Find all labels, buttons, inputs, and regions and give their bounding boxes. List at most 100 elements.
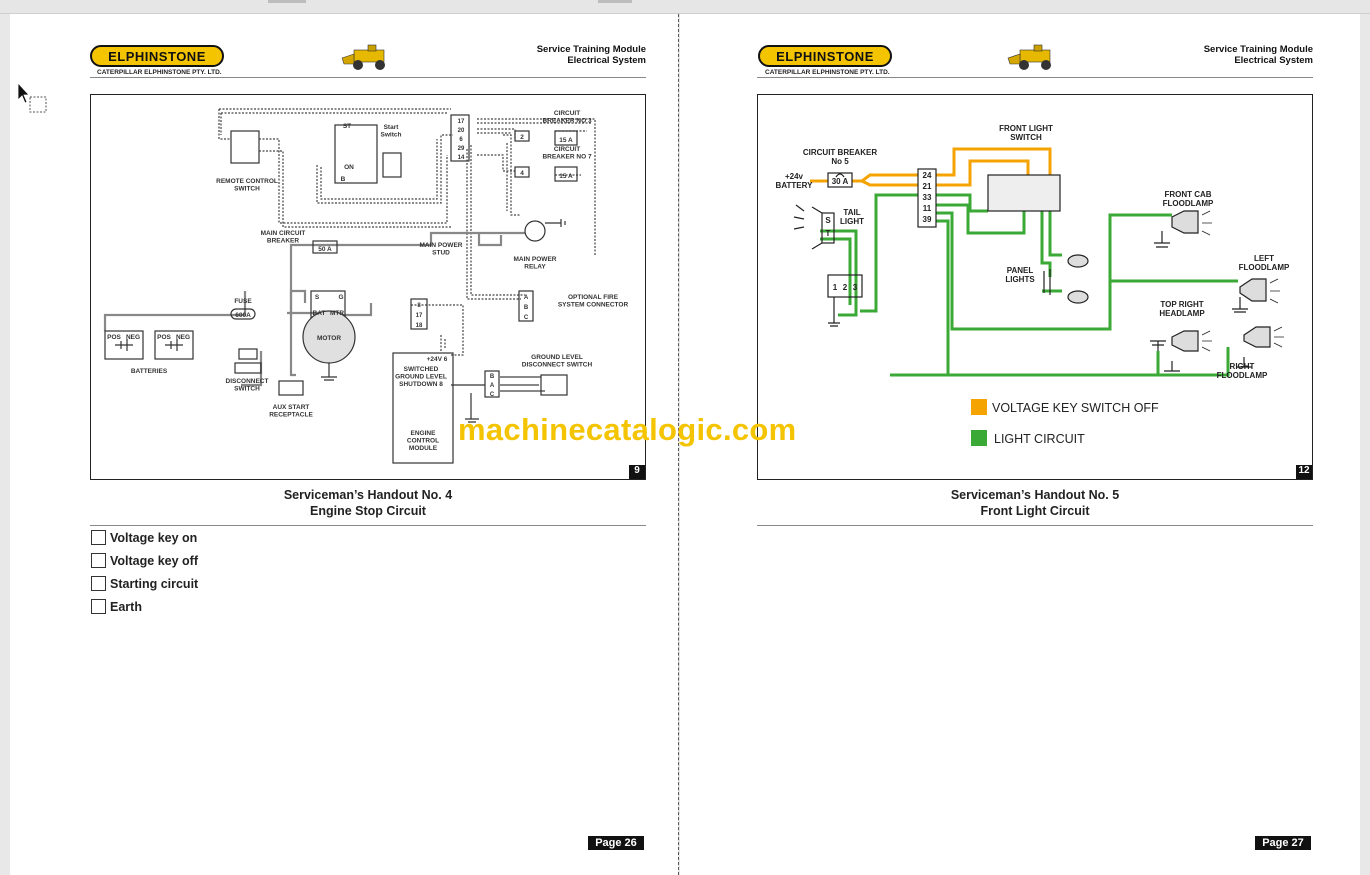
caption-rule xyxy=(90,525,646,526)
header-rule xyxy=(757,77,1313,78)
label-s: S xyxy=(315,294,320,301)
plug-pin-2: 2 xyxy=(843,283,848,292)
label-st: ST xyxy=(343,123,351,130)
checklist-item[interactable]: Voltage key off xyxy=(91,553,198,568)
checklist-label: Voltage key on xyxy=(110,530,198,545)
battery-2 xyxy=(154,330,194,360)
terminal-29: 29 xyxy=(458,146,465,152)
label-neg-2: NEG xyxy=(176,334,190,341)
ecm-terminal-18: 18 xyxy=(416,323,423,329)
front-light-switch xyxy=(987,174,1061,212)
legend-swatch-green xyxy=(971,430,987,446)
gl-terminal-b: B xyxy=(490,374,495,380)
plug-pin-3: 3 xyxy=(853,283,858,292)
gl-terminal-a: A xyxy=(490,383,495,389)
terminal-24: 24 xyxy=(923,171,932,180)
handout-title: Serviceman’s Handout No. 5 xyxy=(950,488,1120,502)
fire-terminal-c: C xyxy=(524,315,529,321)
brand-subtitle: CATERPILLAR ELPHINSTONE PTY. LTD. xyxy=(97,69,222,76)
optional-fire-connector xyxy=(518,290,534,322)
panel-light-2 xyxy=(1067,290,1089,304)
legend-label-light-circuit: LIGHT CIRCUIT xyxy=(994,432,1085,446)
loader-machine-icon xyxy=(341,44,385,70)
toolbar-tab[interactable] xyxy=(268,0,306,3)
battery-1 xyxy=(104,330,144,360)
watermark: machinecatalogic.com xyxy=(458,412,797,447)
figure-number: 9 xyxy=(629,465,645,479)
tail-light-plug xyxy=(827,274,863,298)
viewer-toolbar xyxy=(0,0,1370,14)
label-batteries: BATTERIES xyxy=(131,368,168,375)
caption-rule xyxy=(757,525,1313,526)
label-cb7-terminal: 4 xyxy=(520,170,524,177)
checkbox[interactable] xyxy=(91,599,106,614)
brand-logo: ELPHINSTONE xyxy=(758,45,892,67)
brand-logo-text: ELPHINSTONE xyxy=(108,48,206,64)
checklist-label: Earth xyxy=(110,599,142,614)
label-s: S xyxy=(825,216,831,225)
brand-subtitle: CATERPILLAR ELPHINSTONE PTY. LTD. xyxy=(765,69,890,76)
terminal-33: 33 xyxy=(923,193,932,202)
page-26: ELPHINSTONE CATERPILLAR ELPHINSTONE PTY.… xyxy=(10,14,678,875)
terminal-20: 20 xyxy=(458,128,465,134)
label-cb-rating: 30 A xyxy=(832,177,849,186)
checklist-label: Voltage key off xyxy=(110,553,198,568)
terminal-39: 39 xyxy=(923,215,932,224)
terminal-21: 21 xyxy=(923,182,932,191)
label-neg-1: NEG xyxy=(126,334,140,341)
page-number: Page 27 xyxy=(1255,836,1311,850)
terminal-block xyxy=(917,168,937,228)
checkbox[interactable] xyxy=(91,553,106,568)
main-circuit-breaker xyxy=(312,240,338,254)
checkbox[interactable] xyxy=(91,576,106,591)
label-cb3-rating: 15 A xyxy=(559,137,573,144)
brand-logo: ELPHINSTONE xyxy=(90,45,224,67)
legend-label-voltage-off: VOLTAGE KEY SWITCH OFF xyxy=(992,401,1159,415)
label-on: ON xyxy=(344,164,354,171)
label-fuse: FUSE xyxy=(234,298,252,305)
handout-caption: Serviceman’s Handout No. 5 Front Light C… xyxy=(757,487,1313,519)
main-power-relay xyxy=(524,220,546,242)
plug-pin-1: 1 xyxy=(833,283,838,292)
right-floodlamp xyxy=(1243,326,1271,348)
page-27: ELPHINSTONE CATERPILLAR ELPHINSTONE PTY.… xyxy=(680,14,1360,875)
checkbox[interactable] xyxy=(91,530,106,545)
toolbar-tab[interactable] xyxy=(598,0,632,3)
ecm-terminal-8: 8 xyxy=(417,303,421,309)
label-cb7-rating: 15 A xyxy=(559,173,573,180)
front-light-circuit-diagram: VOLTAGE KEY SWITCH OFF LIGHT CIRCUIT CIR… xyxy=(776,124,1290,446)
label-pos-2: POS xyxy=(157,334,171,341)
checklist-label: Starting circuit xyxy=(110,576,199,591)
label-ecm-24v: +24V 6 xyxy=(427,356,448,363)
checklist-item[interactable]: Voltage key on xyxy=(91,530,197,545)
terminal-6: 6 xyxy=(459,137,463,143)
terminal-14: 14 xyxy=(458,155,465,161)
label-bat: BAT xyxy=(313,310,326,317)
figure-number: 12 xyxy=(1296,465,1312,479)
label-main-cb-rating: 50 A xyxy=(318,246,332,253)
checklist-item[interactable]: Earth xyxy=(91,599,142,614)
left-floodlamp xyxy=(1239,278,1267,302)
loader-machine-icon xyxy=(1007,44,1051,70)
label-b: B xyxy=(341,176,346,183)
label-cb3-terminal: 2 xyxy=(520,134,524,141)
module-subtitle: Electrical System xyxy=(567,55,646,66)
ecm-terminal-17: 17 xyxy=(416,313,423,319)
header-rule xyxy=(90,77,646,78)
mouse-cursor-icon xyxy=(17,82,47,113)
engine-control-module xyxy=(392,352,454,464)
label-pos-1: POS xyxy=(107,334,121,341)
fuse xyxy=(230,308,256,320)
figure-frame: VOLTAGE KEY SWITCH OFF LIGHT CIRCUIT CIR… xyxy=(757,94,1313,480)
checklist-item[interactable]: Starting circuit xyxy=(91,576,198,591)
